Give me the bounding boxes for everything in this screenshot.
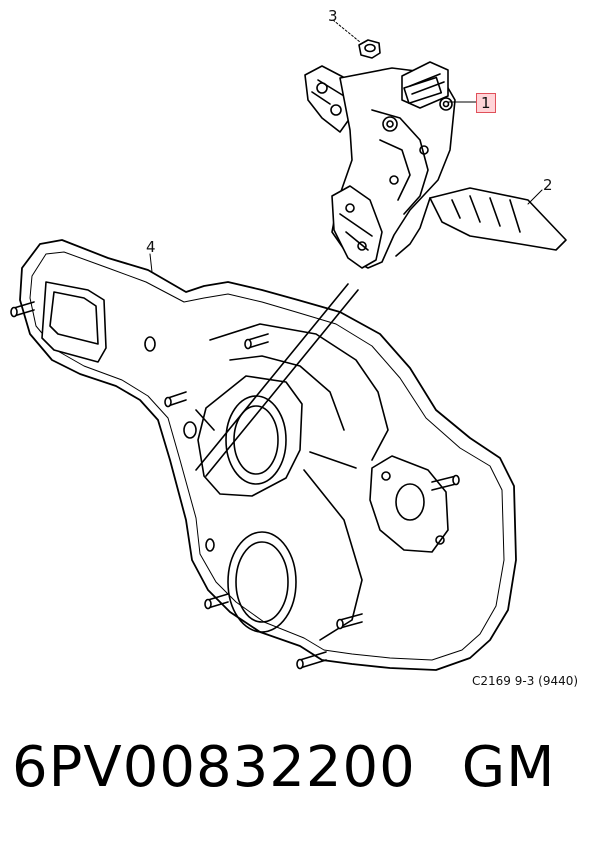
leader-lines xyxy=(149,101,543,273)
callout-4: 4 xyxy=(146,238,156,256)
brand-label: GM xyxy=(461,735,556,800)
push-rod-lines xyxy=(195,283,359,477)
callout-1-highlighted: 1 xyxy=(476,93,496,113)
accelerator-pedal-assembly xyxy=(304,61,567,269)
part-number: 6PV00832200 xyxy=(12,735,416,800)
nut-part-3 xyxy=(332,19,381,59)
diagram-reference-code: C2169 9-3 (9440) xyxy=(472,674,579,688)
callout-2: 2 xyxy=(543,176,553,194)
bulkhead-plate-part-4 xyxy=(10,239,517,671)
part-number-row: 6PV00832200 GM xyxy=(12,735,555,800)
callout-3: 3 xyxy=(328,7,338,25)
